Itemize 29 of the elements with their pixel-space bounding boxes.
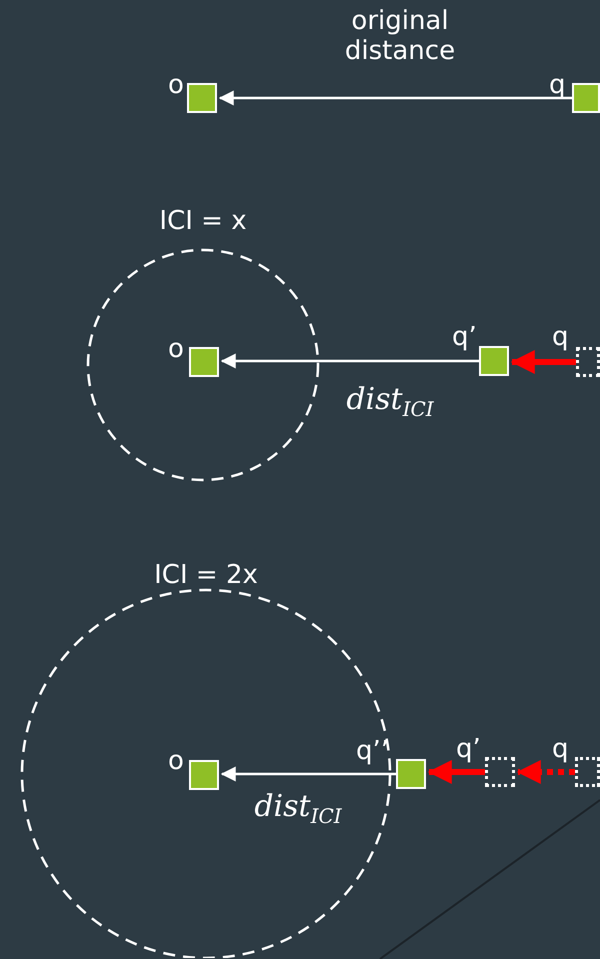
edge-label: dist$_{ICI}$ [345, 385, 435, 423]
dotted-square [575, 757, 600, 787]
arrow [220, 766, 396, 782]
circle-heading: ICI = 2x [154, 560, 258, 590]
point-square [187, 83, 217, 113]
point-label: o [168, 70, 184, 100]
point-label: q’ [456, 734, 481, 764]
dotted-square [485, 757, 515, 787]
point-square [479, 346, 509, 376]
arrow [516, 760, 575, 784]
point-label: q [552, 322, 569, 352]
point-label: q’’ [356, 736, 390, 766]
point-label: o [168, 746, 184, 776]
point-square [396, 759, 426, 789]
arrow [220, 354, 479, 368]
point-label: q [549, 70, 566, 100]
point-label: q [552, 734, 569, 764]
circle-heading: ICI = x [159, 206, 247, 236]
arrow [510, 350, 576, 374]
arrow [218, 90, 572, 106]
point-square [189, 347, 219, 377]
dotted-square [576, 347, 600, 377]
point-label: q’ [452, 322, 477, 352]
edge-label: original distance [344, 6, 456, 66]
edge-label: dist$_{ICI}$ [253, 792, 343, 830]
point-square [189, 760, 219, 790]
point-square [572, 83, 600, 113]
arrow [428, 760, 485, 784]
point-label: o [168, 334, 184, 364]
